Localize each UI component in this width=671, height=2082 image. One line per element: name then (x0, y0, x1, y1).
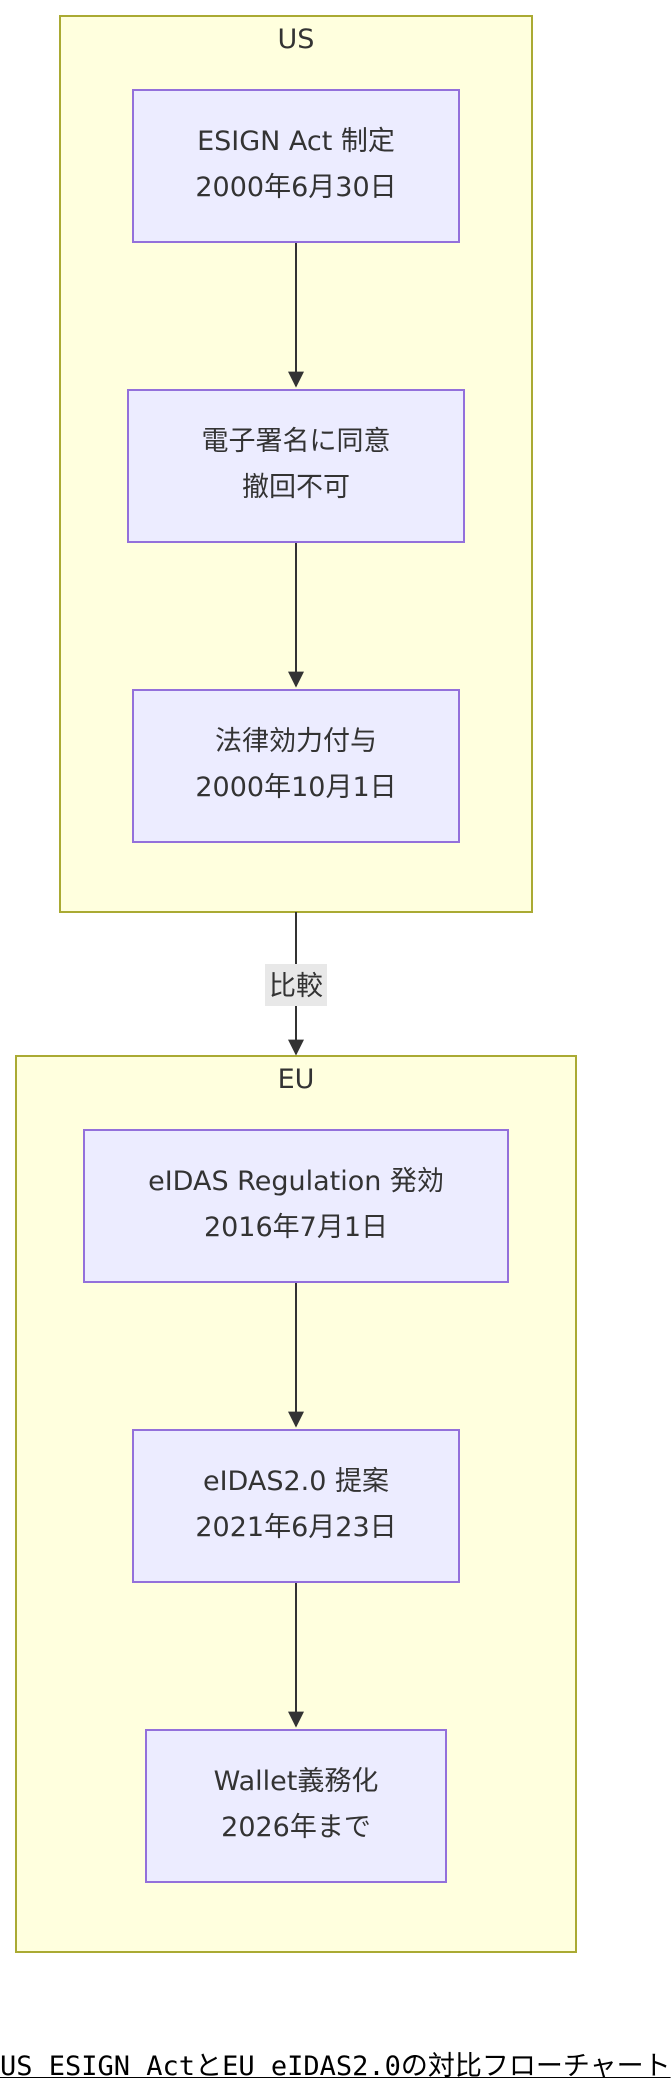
node-eidas2-line1: eIDAS2.0 提案 (203, 1466, 389, 1497)
node-eidas: eIDAS Regulation 発効 2016年7月1日 (83, 1129, 509, 1283)
node-effect-line1: 法律効力付与 (215, 726, 377, 757)
edge-label-compare: 比較 (265, 964, 327, 1006)
node-eidas-line2: 2016年7月1日 (204, 1212, 388, 1243)
node-wallet: Wallet義務化 2026年まで (145, 1729, 447, 1883)
node-eidas-line1: eIDAS Regulation 発効 (148, 1166, 444, 1197)
node-consent-line1: 電子署名に同意 (202, 426, 391, 457)
flowchart-diagram: US EU 比較 ESIGN Act 制定 2000年6月30日 電子署名に同意… (15, 15, 577, 1953)
group-us-title: US (278, 24, 315, 55)
node-effect: 法律効力付与 2000年10月1日 (132, 689, 460, 843)
node-wallet-line1: Wallet義務化 (214, 1766, 379, 1797)
node-consent-line2: 撤回不可 (242, 472, 350, 503)
node-effect-line2: 2000年10月1日 (195, 772, 396, 803)
node-esign-line2: 2000年6月30日 (195, 172, 396, 203)
node-wallet-line2: 2026年まで (221, 1812, 371, 1843)
node-esign: ESIGN Act 制定 2000年6月30日 (132, 89, 460, 243)
node-esign-line1: ESIGN Act 制定 (197, 126, 395, 157)
node-eidas2: eIDAS2.0 提案 2021年6月23日 (132, 1429, 460, 1583)
diagram-caption: US ESIGN ActとEU eIDAS2.0の対比フローチャート (0, 2051, 671, 2082)
edge-label-compare-text: 比較 (269, 971, 323, 1002)
node-eidas2-line2: 2021年6月23日 (195, 1512, 396, 1543)
group-eu-title: EU (278, 1064, 315, 1095)
node-consent: 電子署名に同意 撤回不可 (127, 389, 465, 543)
